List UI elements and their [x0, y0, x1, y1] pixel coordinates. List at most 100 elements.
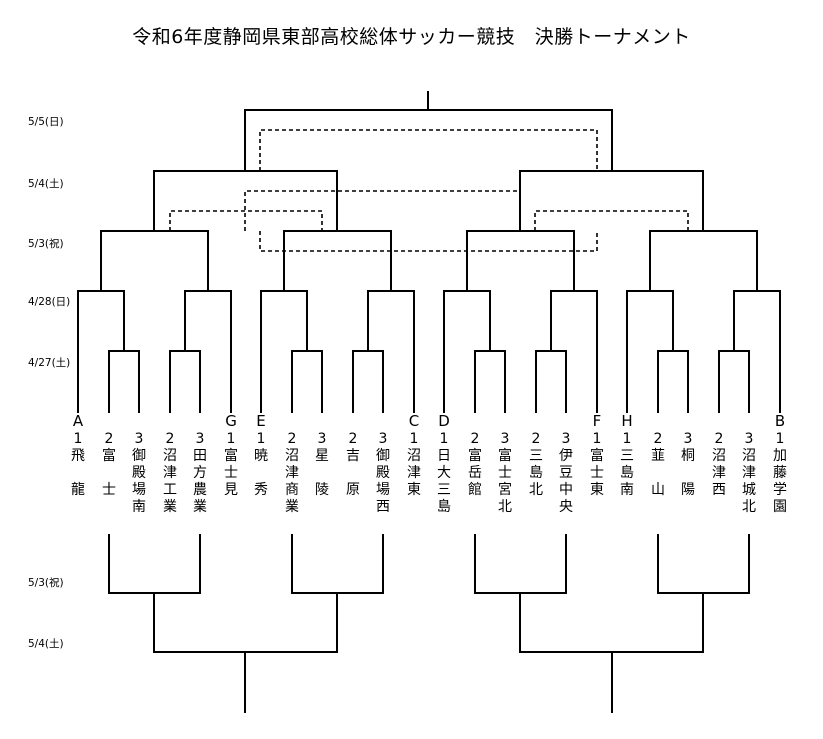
team-group-letter	[709, 412, 729, 431]
team-group-letter	[190, 412, 210, 431]
date-label-4-28: 4/28(日)	[28, 296, 71, 308]
team-name: 星 陵	[315, 448, 329, 498]
team-group-letter: F	[592, 412, 602, 430]
team-group-letter	[282, 412, 302, 431]
team-name: 御殿場南	[132, 448, 146, 515]
team-name: 御殿場西	[376, 448, 390, 515]
team-group-letter: H	[621, 412, 633, 430]
team-name: 日大三島	[437, 448, 451, 515]
team-group-letter: C	[408, 412, 420, 430]
team-group-letter	[160, 412, 180, 431]
team-seed: 1	[409, 431, 419, 447]
team-seed: 3	[317, 431, 327, 447]
team-seed: 3	[500, 431, 510, 447]
team-seed: 2	[165, 431, 175, 447]
team-seed: 3	[683, 431, 693, 447]
team-group-letter	[129, 412, 149, 431]
team-seed: 1	[622, 431, 632, 447]
team-seed: 1	[226, 431, 236, 447]
team-name: 飛 龍	[71, 448, 85, 498]
date-label-5-3-bottom: 5/3(祝)	[28, 577, 64, 589]
team-name: 富士東	[590, 448, 604, 498]
team-seed: 2	[287, 431, 297, 447]
team-name: 富士宮北	[498, 448, 512, 515]
team-group-letter: D	[438, 412, 450, 430]
team-seed: 1	[775, 431, 785, 447]
team-seed: 2	[348, 431, 358, 447]
team-group-letter	[739, 412, 759, 431]
team-seed: 1	[439, 431, 449, 447]
team-group-letter	[312, 412, 332, 431]
team-group-letter	[373, 412, 393, 431]
team-seed: 1	[592, 431, 602, 447]
date-label-5-5: 5/5(日)	[28, 116, 64, 128]
team-name: 吉 原	[346, 448, 360, 498]
upper-bracket-lines	[77, 91, 781, 413]
page-title: 令和6年度静岡県東部高校総体サッカー競技 決勝トーナメント	[132, 26, 691, 48]
team-name: 沼津西	[712, 448, 726, 498]
team-seed: 3	[561, 431, 571, 447]
team-group-letter	[556, 412, 576, 431]
team-seed: 2	[531, 431, 541, 447]
team-group-letter: A	[72, 412, 84, 430]
team-group-letter	[526, 412, 546, 431]
team-seed: 3	[744, 431, 754, 447]
team-name: 富岳館	[468, 448, 482, 498]
team-seed: 2	[104, 431, 114, 447]
team-group-letter: E	[256, 412, 266, 430]
team-seed: 1	[256, 431, 266, 447]
team-name: 三島南	[620, 448, 634, 498]
team-name: 田方農業	[193, 448, 207, 515]
team-name: 桐 陽	[681, 448, 695, 498]
team-seed: 3	[195, 431, 205, 447]
team-group-letter	[648, 412, 668, 431]
team-seed: 3	[134, 431, 144, 447]
team-name: 沼津東	[407, 448, 421, 498]
team-group-letter	[465, 412, 485, 431]
team-name: 沼津城北	[742, 448, 756, 515]
date-label-4-27: 4/27(土)	[28, 357, 71, 369]
team-group-letter	[343, 412, 363, 431]
bracket-dashed-lines	[169, 129, 689, 252]
team-name: 富士見	[224, 448, 238, 498]
team-seed: 2	[653, 431, 663, 447]
team-name: 三島北	[529, 448, 543, 498]
team-seed: 2	[714, 431, 724, 447]
team-name: 暁 秀	[254, 448, 268, 498]
date-label-5-3: 5/3(祝)	[28, 238, 64, 250]
team-group-letter: B	[774, 412, 786, 430]
team-name: 韮 山	[651, 448, 665, 498]
team-name: 沼津商業	[285, 448, 299, 515]
lower-bracket-lines	[108, 534, 750, 713]
team-name: 沼津工業	[163, 448, 177, 515]
team-group-letter: G	[225, 412, 237, 430]
team-group-letter	[99, 412, 119, 431]
team-seed: 2	[470, 431, 480, 447]
team-name: 富 士	[102, 448, 116, 498]
team-group-letter	[495, 412, 515, 431]
team-seed: 3	[378, 431, 388, 447]
